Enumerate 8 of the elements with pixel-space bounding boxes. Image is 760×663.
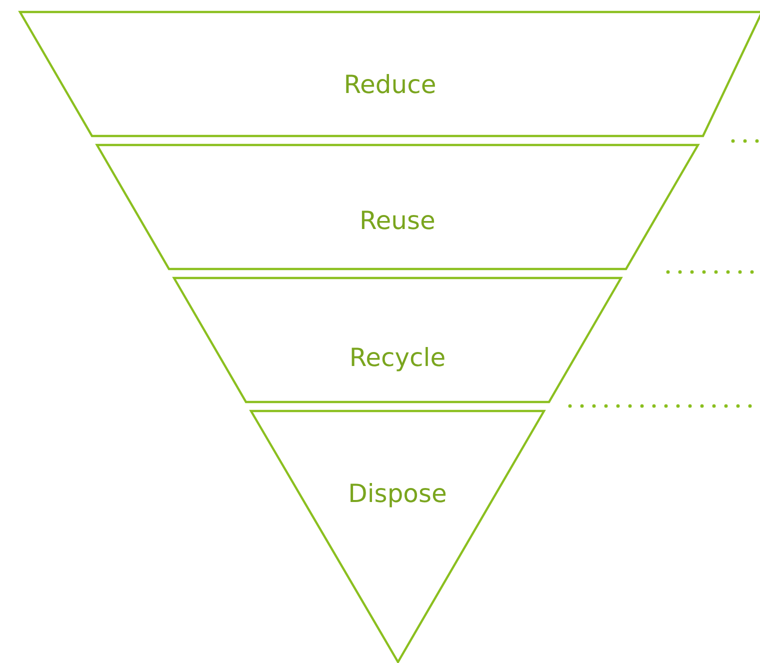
funnel-band [172,276,623,404]
funnel-band [18,10,760,138]
funnel-band [95,144,700,270]
level-label: Recycle [349,343,446,372]
level-label: Reduce [344,70,436,99]
level-label: Dispose [348,479,447,508]
funnel-tip-segment [249,410,546,663]
level-label: Reuse [360,206,436,235]
